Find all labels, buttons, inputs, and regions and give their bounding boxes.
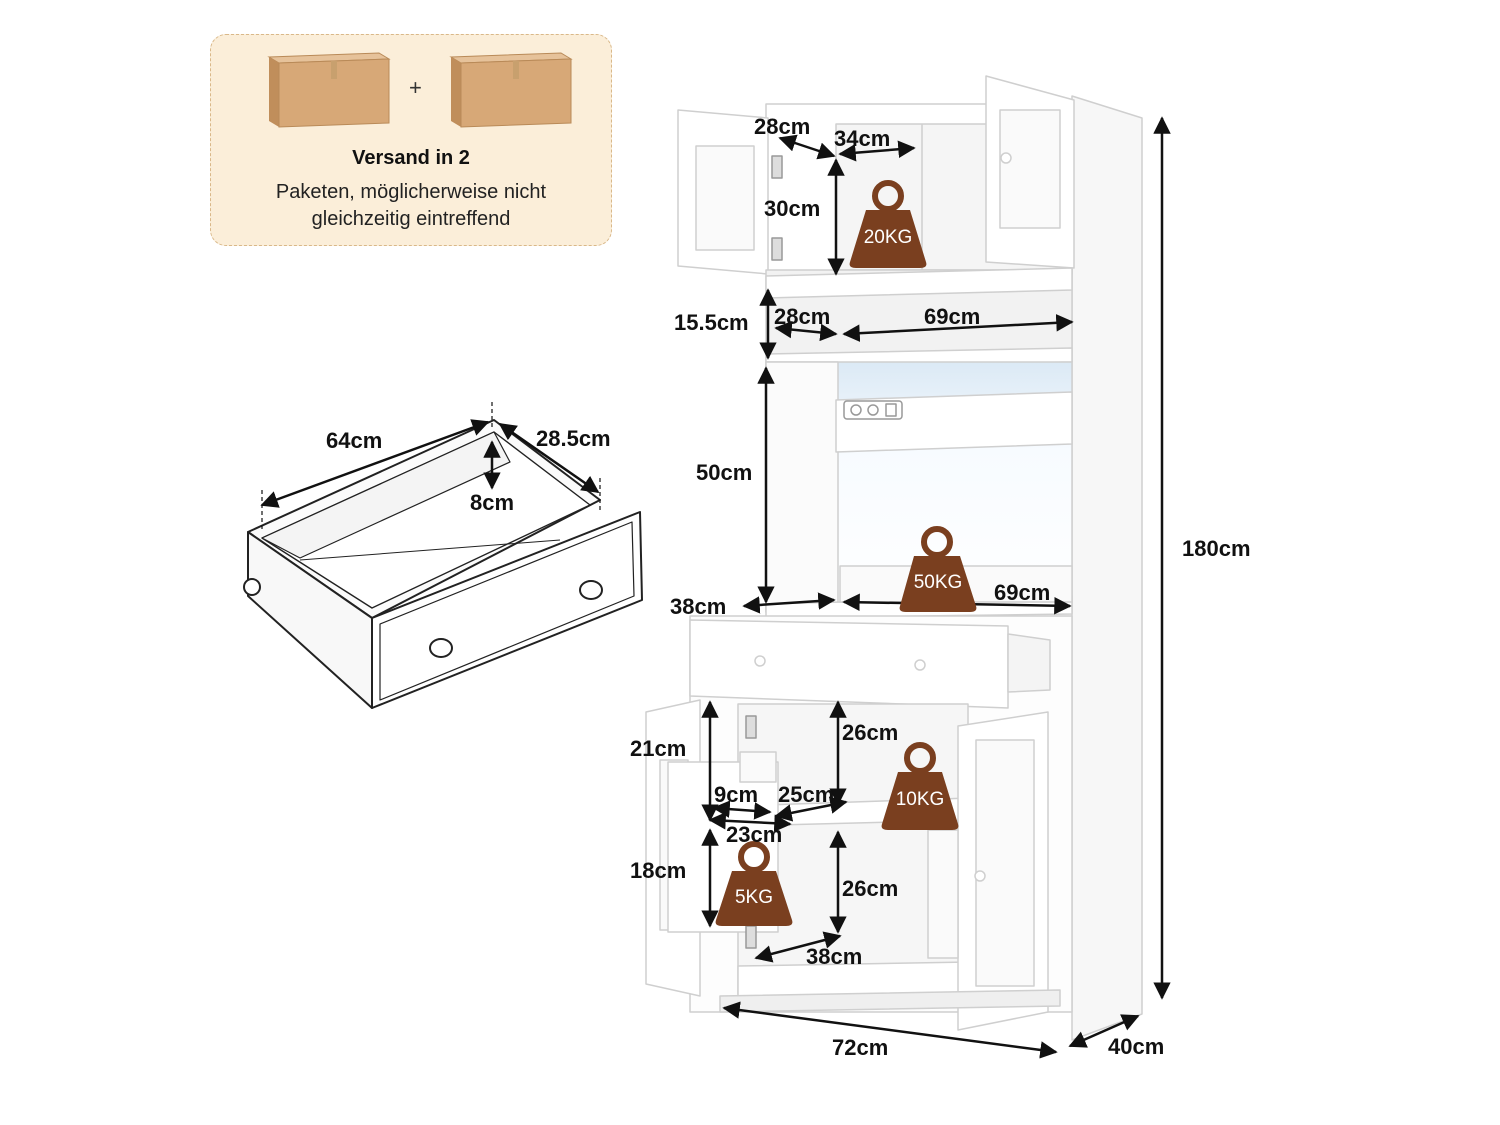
door-rack-depth-label: 25cm: [778, 782, 835, 807]
lower-bottom-height-label: 26cm: [842, 876, 899, 901]
lower-door-height-label: 21cm: [630, 736, 687, 761]
total-depth-label: 40cm: [1108, 1034, 1165, 1059]
door-lower-height-label: 18cm: [630, 858, 687, 883]
weight-icon-50kg: [899, 526, 977, 612]
lower-upper-height-label: 26cm: [842, 720, 899, 745]
weight-icon-10kg: [881, 742, 959, 830]
top-door-depth-label: 28cm: [754, 114, 811, 139]
weight-icon-20kg: [849, 180, 927, 268]
top-inner-width-label: 34cm: [834, 126, 891, 151]
top-height-label: 30cm: [764, 196, 821, 221]
drawer-depth-label: 28.5cm: [536, 426, 611, 451]
drawer-dimension-lines: [260, 402, 601, 530]
open-shelf-height-label: 15.5cm: [674, 310, 749, 335]
shipping-line-1: Paketen, möglicherweise nicht: [275, 181, 547, 203]
shipping-line-2: gleichzeitig eintreffend: [311, 208, 511, 230]
total-width-label: 72cm: [832, 1035, 889, 1060]
drawer-height-label: 8cm: [470, 490, 515, 515]
counter-width-label: 69cm: [994, 580, 1051, 605]
weight-icon-5kg: [715, 841, 793, 926]
open-shelf-depth-label: 28cm: [774, 304, 831, 329]
cabinet-dimension-lines: [701, 116, 1171, 1059]
door-rack-width-label: 9cm: [714, 782, 759, 807]
weight-label-10kg: 10KG: [895, 789, 945, 810]
plus-sign: +: [409, 75, 422, 100]
lower-depth-label: 38cm: [806, 944, 863, 969]
weight-label-50kg: 50KG: [913, 572, 963, 593]
shipping-title: Versand in 2: [352, 147, 470, 169]
microwave-height-label: 50cm: [696, 460, 753, 485]
counter-depth-label: 38cm: [670, 594, 727, 619]
total-height-label: 180cm: [1182, 536, 1251, 561]
weight-label-20kg: 20KG: [863, 227, 913, 248]
drawer-width-label: 64cm: [326, 428, 383, 453]
drawer-drawing: [243, 419, 643, 709]
shipping-note: + Versand in 2 Paketen, möglicherweise n…: [210, 34, 612, 246]
weight-label-5kg: 5KG: [734, 887, 774, 908]
shipping-subtitle: Paketen, möglicherweise nicht gleichzeit…: [211, 179, 611, 233]
open-shelf-width-label: 69cm: [924, 304, 981, 329]
package-boxes-icon: [267, 52, 573, 128]
door-shelf-width-label: 23cm: [726, 822, 783, 847]
